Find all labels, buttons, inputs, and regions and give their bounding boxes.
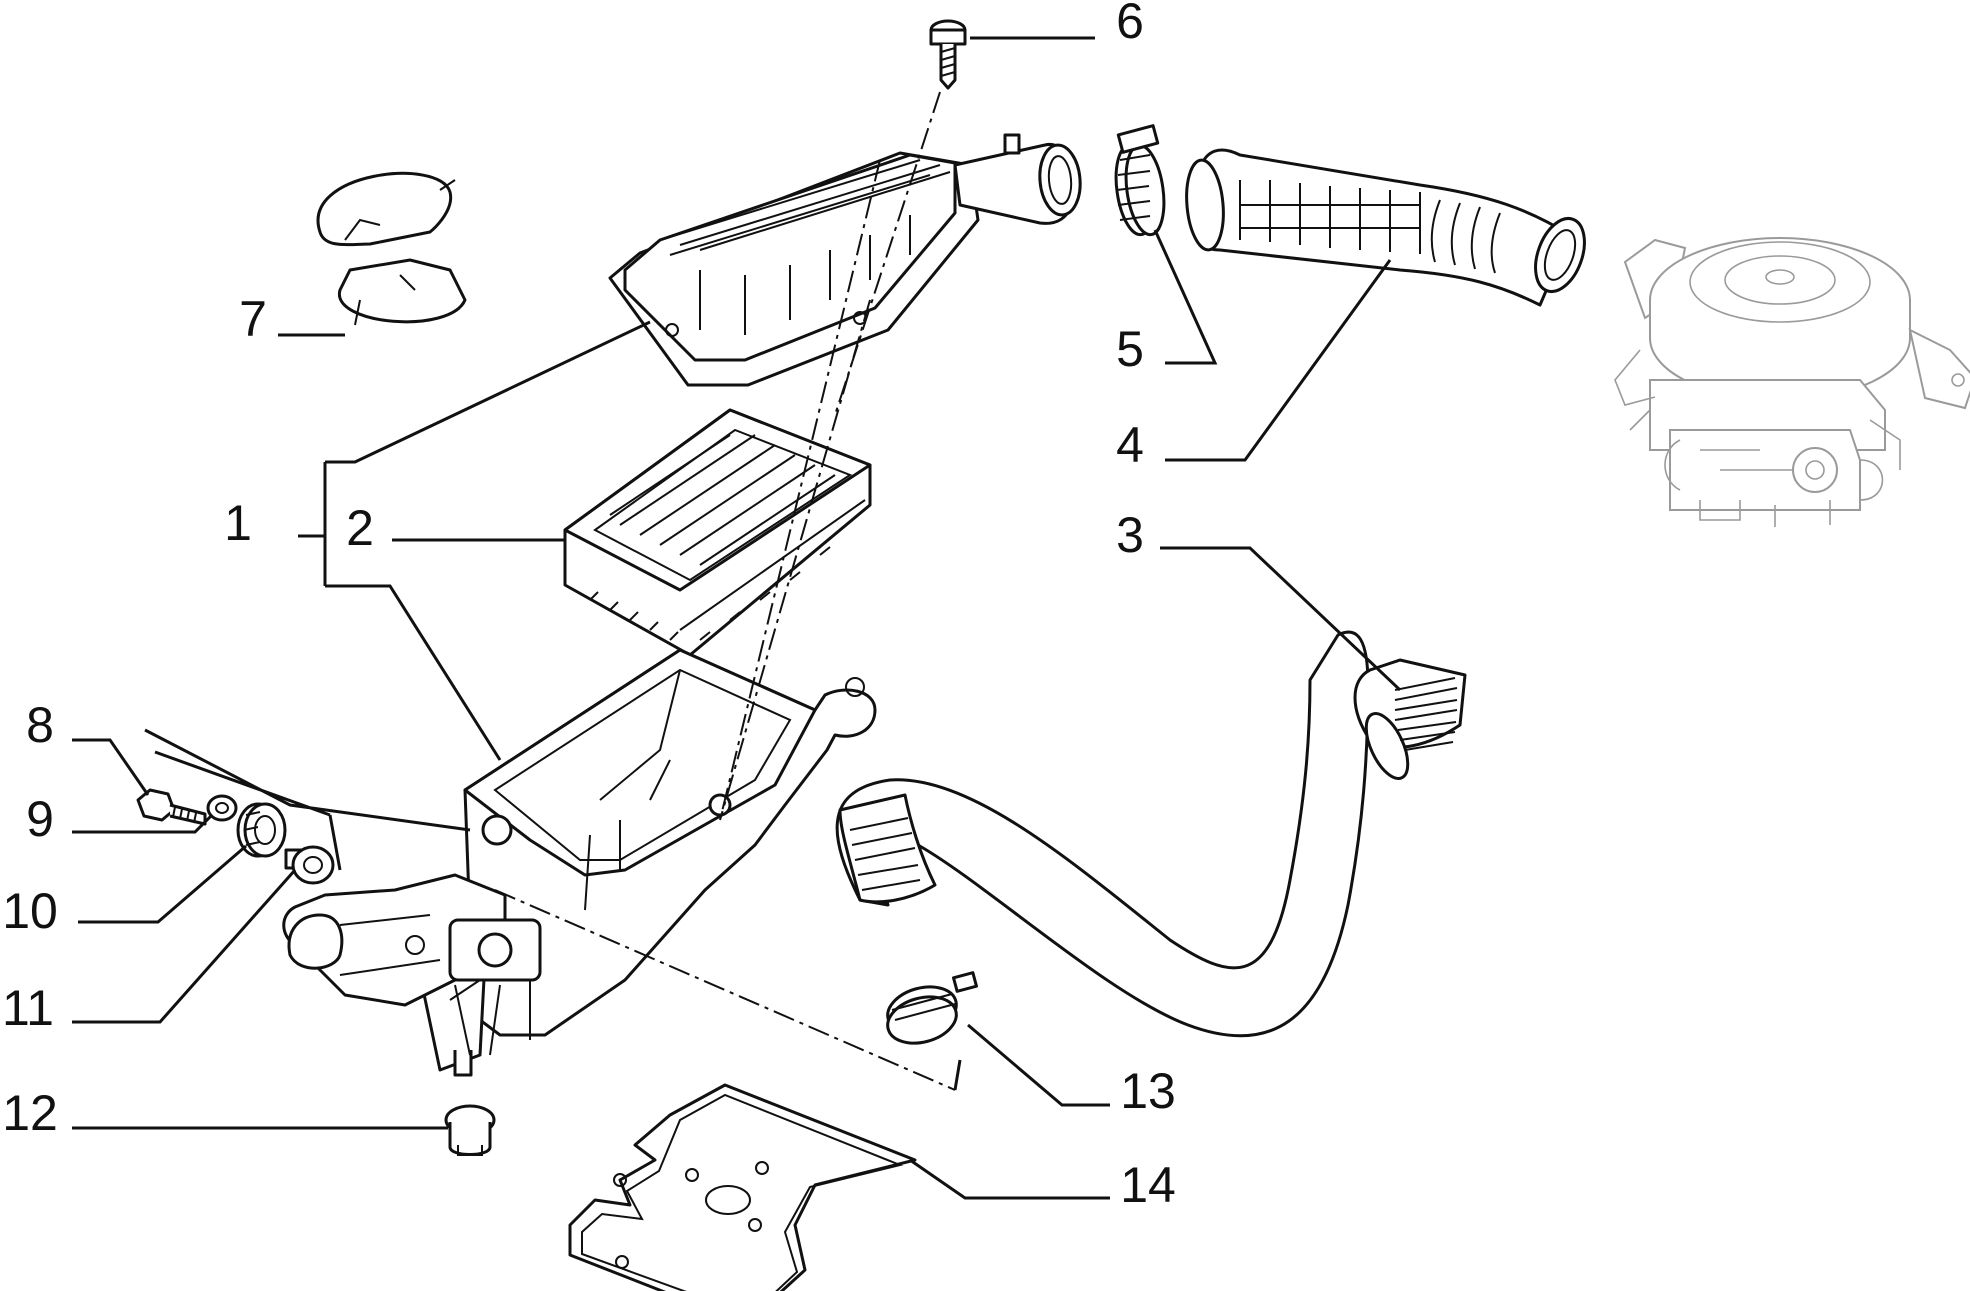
- callout-13: 13: [1120, 1063, 1176, 1119]
- washer-part-9: [206, 794, 238, 822]
- callout-1: 1: [224, 495, 252, 551]
- screw-part-6: [929, 19, 967, 90]
- filter-element-part-2: [563, 408, 872, 657]
- callout-12: 12: [2, 1085, 58, 1141]
- bolt-part-8: [136, 788, 207, 826]
- callout-9: 9: [26, 791, 54, 847]
- callout-14: 14: [1120, 1157, 1176, 1213]
- callout-8: 8: [26, 697, 54, 753]
- callout-10: 10: [2, 883, 58, 939]
- rubber-plug-part-12: [444, 1104, 496, 1156]
- clamp-clips-part-7: [316, 171, 467, 326]
- carburettor-reference-illustration: [1614, 237, 1970, 527]
- callout-7: 7: [239, 291, 267, 347]
- hose-clamp-part-13: [886, 971, 978, 1045]
- callout-5: 5: [1116, 321, 1144, 377]
- air-duct-hose-part-3: [835, 630, 1467, 1038]
- spacer-bush-part-11: [284, 845, 335, 885]
- intake-elbow: [282, 873, 542, 1056]
- intake-hose-part-4: [1185, 148, 1586, 307]
- callout-2: 2: [346, 500, 374, 556]
- callout-11: 11: [2, 980, 54, 1036]
- alignment-lines: [494, 91, 956, 1091]
- gasket-plate-part-14: [568, 1083, 917, 1291]
- hose-clamp-part-5: [1114, 124, 1166, 237]
- grommet-part-10: [236, 802, 287, 858]
- leader-lines: [72, 36, 1402, 1200]
- callout-3: 3: [1116, 507, 1144, 563]
- filter-housing-body: [418, 648, 877, 1077]
- callout-6: 6: [1116, 0, 1144, 49]
- filter-housing-cover: [608, 133, 1082, 387]
- callout-4: 4: [1116, 417, 1144, 473]
- callout-labels: 1 2 3 4 5 6 7 8 9 10 11 12 13 14: [2, 0, 1176, 1213]
